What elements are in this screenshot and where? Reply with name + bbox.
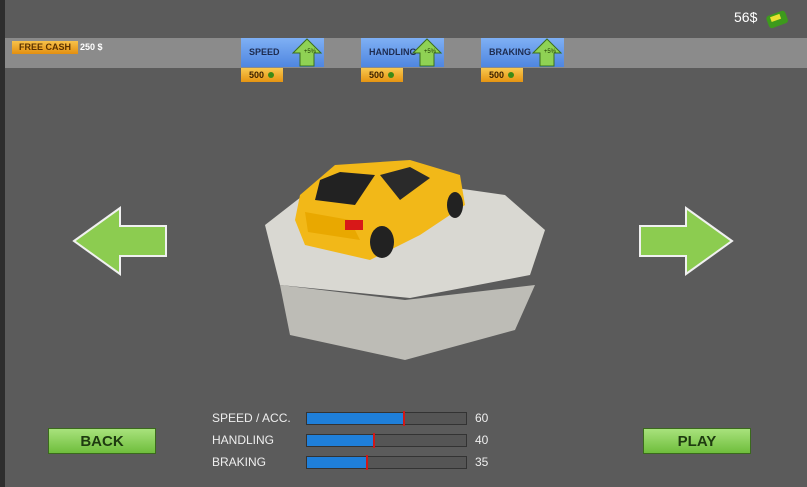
upgrade-braking-button[interactable]: BRAKING +5% [481, 38, 564, 67]
stat-label: BRAKING [212, 455, 267, 469]
car-display [265, 160, 545, 360]
price-value: 500 [369, 70, 385, 80]
stat-value: 40 [475, 433, 489, 447]
upgrade-bonus: +5% [303, 49, 316, 55]
stat-label: SPEED / ACC. [212, 411, 291, 425]
stat-bar [306, 411, 467, 426]
play-button[interactable]: PLAY [643, 428, 751, 454]
braking-price: 500 [481, 68, 523, 82]
speed-price: 500 [241, 68, 283, 82]
handling-price: 500 [361, 68, 403, 82]
upgrade-label: BRAKING [489, 47, 531, 57]
coin-icon [508, 72, 515, 78]
back-button[interactable]: BACK [48, 428, 156, 454]
stat-bar-fill [307, 457, 368, 468]
car [295, 160, 465, 260]
stat-marker [366, 455, 369, 470]
price-value: 500 [249, 70, 265, 80]
price-value: 500 [489, 70, 505, 80]
cash-stack-icon [766, 10, 788, 29]
stat-bar-fill [307, 413, 404, 424]
arrow-up-icon [412, 38, 442, 67]
stat-marker [372, 433, 375, 448]
previous-car-arrow[interactable] [72, 206, 168, 276]
upgrade-label: HANDLING [369, 47, 417, 57]
cash-amount: 56$ [734, 9, 758, 25]
stat-value: 35 [475, 455, 489, 469]
left-edge [0, 0, 5, 487]
platform-side [280, 285, 535, 360]
upgrade-label: SPEED [249, 47, 280, 57]
arrow-up-icon [292, 38, 322, 67]
stat-bar [306, 455, 467, 470]
stat-bar [306, 433, 467, 448]
coin-icon [268, 72, 275, 78]
free-cash-amount: 250 $ [80, 42, 103, 52]
upgrade-bonus: +5% [543, 49, 556, 55]
upgrade-handling-button[interactable]: HANDLING +5% [361, 38, 444, 67]
free-cash-button[interactable]: FREE CASH [12, 41, 78, 54]
next-car-arrow[interactable] [638, 206, 734, 276]
stat-marker [402, 411, 405, 426]
stat-bar-fill [307, 435, 374, 446]
stat-value: 60 [475, 411, 489, 425]
upgrade-speed-button[interactable]: SPEED +5% [241, 38, 324, 67]
upgrade-bonus: +5% [423, 49, 436, 55]
stat-label: HANDLING [212, 433, 275, 447]
arrow-up-icon [532, 38, 562, 67]
coin-icon [388, 72, 395, 78]
